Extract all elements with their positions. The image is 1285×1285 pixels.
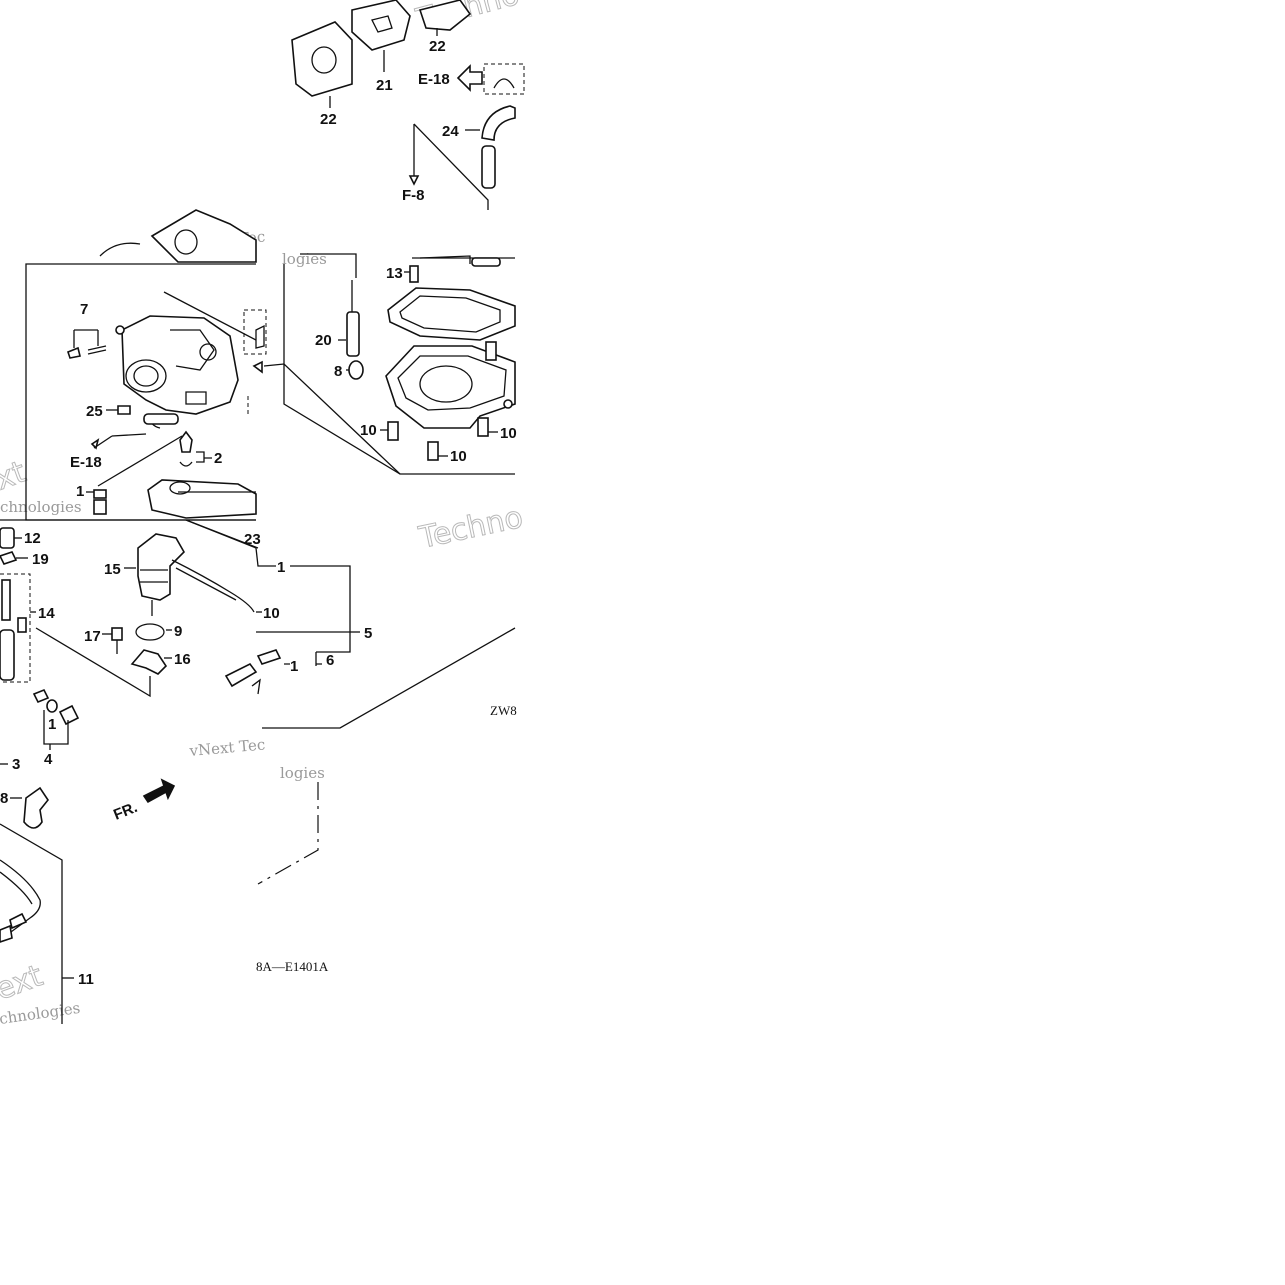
- arrow-down-icon: [408, 175, 420, 186]
- reference-e18-top-label: E-18: [418, 71, 450, 88]
- callout-label: 22: [429, 38, 446, 55]
- callout-label: 1: [76, 483, 84, 500]
- callout-label: 11: [78, 971, 94, 988]
- callout-label: 9: [174, 623, 182, 640]
- watermark-text: vNext Tec: [188, 735, 266, 760]
- reference-f8-bracket: [408, 123, 489, 210]
- callout-label: 2: [214, 450, 222, 467]
- callout-label: 16: [174, 651, 191, 668]
- watermark-layer: Techno vNext Tec logies xt chnologies Te…: [0, 0, 526, 1028]
- callout-label: 8: [334, 363, 342, 380]
- callout-label: 10: [450, 448, 467, 465]
- gasket-22-b: [418, 0, 472, 31]
- callout-label: 1: [290, 658, 298, 675]
- watermark-text: logies: [280, 764, 325, 782]
- lower-assembly: [0, 519, 360, 1024]
- gasket-group-top: [291, 0, 472, 108]
- reference-labels: E-18 E-18 F-8 FR.: [70, 71, 450, 824]
- callout-label: 1: [48, 716, 56, 733]
- callout-label: 20: [315, 332, 332, 349]
- callout-label: 21: [376, 77, 393, 94]
- diagram-code-right: ZW8: [490, 703, 517, 718]
- callout-label: 8: [0, 790, 8, 807]
- callout-label: 25: [86, 403, 103, 420]
- carburetor-body: [121, 315, 239, 415]
- callout-label: 13: [386, 265, 403, 282]
- callout-label: 3: [12, 756, 20, 773]
- callout-label: 23: [244, 531, 261, 548]
- callout-label: 17: [84, 628, 101, 645]
- watermark-text: chnologies: [0, 498, 82, 516]
- gasket-group-mid: [99, 209, 257, 263]
- reference-f8-label: F-8: [402, 187, 425, 204]
- callout-label: 1: [277, 559, 285, 576]
- callout-label: 5: [364, 625, 372, 642]
- watermark-text: ext: [0, 958, 48, 1007]
- chamber-gasket: [387, 287, 516, 341]
- hose-24: [465, 105, 516, 189]
- callout-label: 10: [500, 425, 517, 442]
- callout-label: 4: [44, 751, 53, 768]
- direction-arrow-icon: [142, 778, 176, 804]
- callouts: 22 21 22 24 7 25 2 1 13 20 8 10 10 10 23…: [0, 38, 517, 988]
- float-bowl-23: [147, 479, 257, 519]
- watermark-text: Techno: [415, 500, 526, 556]
- carburetor-box: [25, 263, 267, 549]
- reference-e18-left-label: E-18: [70, 454, 102, 471]
- arrow-icon: [90, 438, 100, 450]
- gasket-22: [291, 21, 353, 97]
- callout-label: 10: [263, 605, 280, 622]
- callout-label: 10: [360, 422, 377, 439]
- callout-label: 15: [104, 561, 121, 578]
- direction-label: FR.: [111, 799, 140, 824]
- gasket-21: [351, 0, 411, 51]
- leader-lines: [257, 627, 516, 885]
- callout-label: 24: [442, 123, 459, 140]
- callout-label: 12: [24, 530, 41, 547]
- chamber-body: [385, 345, 516, 429]
- callout-label: 14: [38, 605, 55, 622]
- reference-e18-top: [456, 63, 525, 95]
- callout-label: 19: [32, 551, 49, 568]
- solenoid-15: [137, 533, 185, 601]
- callout-label: 22: [320, 111, 337, 128]
- callout-label: 7: [80, 301, 88, 318]
- callout-label: 6: [326, 652, 334, 669]
- float-chamber-box: [263, 253, 516, 475]
- arrow-left-icon: [456, 64, 483, 92]
- diagram-code: 8A—E1401A: [256, 959, 329, 974]
- watermark-text: logies: [282, 250, 327, 268]
